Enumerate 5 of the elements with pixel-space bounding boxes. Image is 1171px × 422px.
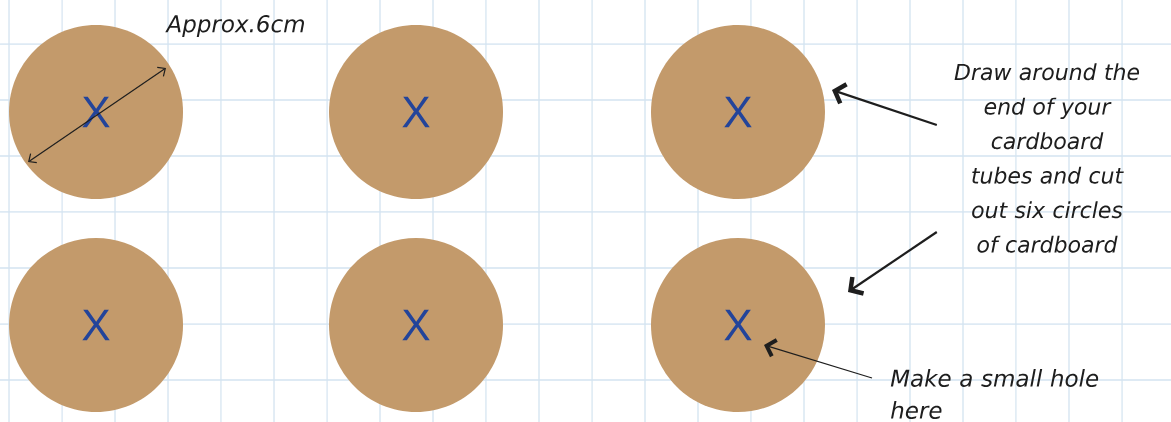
arrow (848, 231, 938, 296)
arrow (764, 338, 873, 379)
instruction-text: Draw around the end of your cardboard tubes and cut out six circles of cardboard (954, 63, 1140, 253)
instruction-text: Make a small hole here (890, 369, 1099, 419)
arrow (832, 82, 938, 127)
